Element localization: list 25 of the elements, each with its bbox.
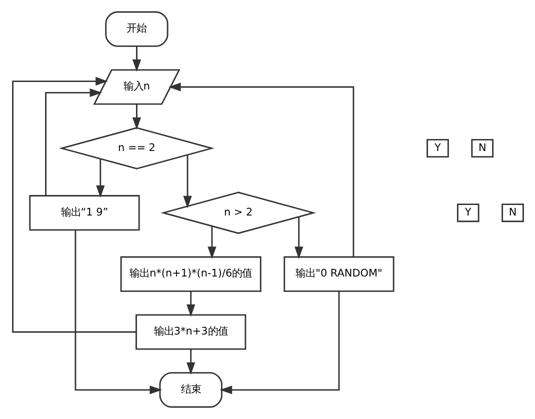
node-diamond: n == 2 [58,127,214,170]
arrow [74,230,162,394]
arrow [96,158,104,198]
arrow [182,154,192,208]
node-box: N [501,204,524,222]
node-box: Y [456,204,479,222]
node-box: 输出3*n+3的值 [135,314,246,350]
arrow [294,216,303,260]
arrow [132,46,141,72]
arrow [168,82,354,257]
node-box: 结束 [158,372,222,408]
node-box: N [470,139,494,158]
arrow [132,104,141,130]
arrow [186,349,195,375]
node-box: 开始 [104,11,168,47]
arrow [12,76,136,333]
node-diamond: n > 2 [160,192,316,234]
node-box: 输出n*(n+1)*(n-1)/6的值 [120,256,261,292]
node-box: Y [426,139,448,158]
arrow [207,226,216,259]
node-box: 输出“1 9” [28,195,140,231]
arrow [219,291,340,394]
node-box: 输出"0 RANDOM" [283,256,394,292]
arrow [186,291,195,317]
arrow [44,88,102,196]
